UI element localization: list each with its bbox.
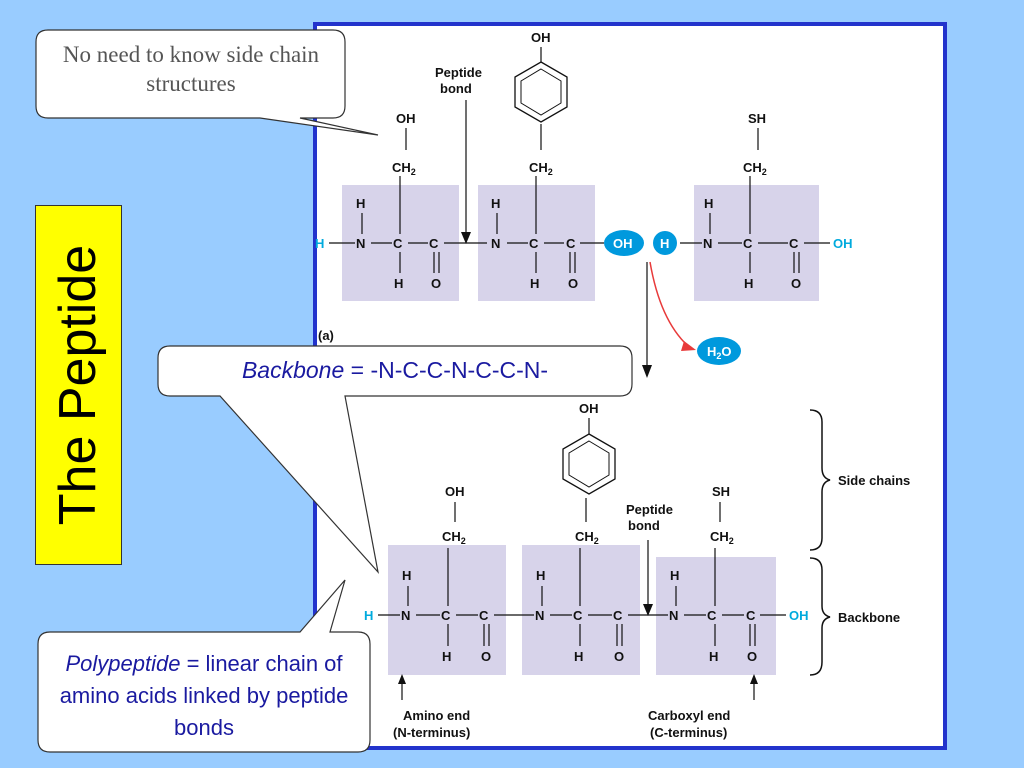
svg-text:C: C [573,608,583,623]
svg-text:N: N [703,236,712,251]
residue-box-3-top [694,185,819,301]
svg-text:C: C [613,608,623,623]
amino-end-label: Amino end [403,708,470,723]
svg-text:H: H [442,649,451,664]
polypeptide-term: Polypeptide [65,651,181,676]
backbone-callout [157,345,633,574]
slide-title-box: The Peptide [35,205,122,565]
svg-text:O: O [568,276,578,291]
svg-text:CH2: CH2 [529,160,553,177]
svg-text:N: N [669,608,678,623]
svg-text:O: O [481,649,491,664]
svg-text:C: C [479,608,489,623]
svg-text:OH: OH [396,111,416,126]
water-molecule-bubble [697,337,741,365]
svg-text:H: H [660,236,669,251]
svg-text:H: H [744,276,753,291]
svg-text:H2O: H2O [707,344,732,361]
svg-text:CH2: CH2 [392,160,416,177]
panel-label: (a) [318,328,334,343]
side-chains-brace [809,409,831,551]
svg-text:OH: OH [445,484,465,499]
svg-text:(C-terminus): (C-terminus) [650,725,727,740]
carboxyl-end-label: Carboxyl end [648,708,730,723]
water-release-arrow [649,261,689,347]
svg-text:C: C [529,236,539,251]
residue-box-3-bottom [656,557,776,675]
svg-text:N: N [356,236,365,251]
benzene-ring-bottom [562,433,616,495]
hydroxyl-removed-bubble [604,230,644,256]
svg-text:C: C [566,236,576,251]
svg-text:SH: SH [712,484,730,499]
svg-text:H: H [356,196,365,211]
svg-text:C: C [746,608,756,623]
side-chains-label: Side chains [838,473,910,488]
svg-text:bond: bond [440,81,472,96]
side-chain-note-text: No need to know side chain structures [62,42,320,96]
svg-text:OH: OH [531,30,551,45]
svg-text:CH2: CH2 [575,529,599,546]
svg-text:H: H [394,276,403,291]
svg-text:H: H [530,276,539,291]
svg-text:C: C [743,236,753,251]
backbone-brace [809,557,831,676]
svg-text:OH: OH [613,236,633,251]
residue-box-1-bottom [388,545,506,675]
svg-text:C: C [707,608,717,623]
svg-text:CH2: CH2 [442,529,466,546]
svg-text:H: H [402,568,411,583]
benzene-ring-top [514,61,568,123]
hydrogen-removed-bubble [653,231,677,255]
peptide-bond-label-bottom: Peptide [626,502,673,517]
backbone-label: Backbone [838,610,900,625]
svg-text:O: O [747,649,757,664]
svg-text:N: N [491,236,500,251]
svg-text:O: O [614,649,624,664]
svg-text:H: H [491,196,500,211]
svg-text:O: O [791,276,801,291]
svg-text:bond: bond [628,518,660,533]
side-chain-note-callout [35,29,379,136]
svg-text:H: H [670,568,679,583]
svg-text:CH2: CH2 [710,529,734,546]
backbone-formula: = -N-C-C-N-C-C-N- [344,357,549,383]
polypeptide-definition: = linear chain of amino acids linked by … [59,651,349,740]
peptide-bond-label-top: Peptide [435,65,482,80]
svg-text:H: H [364,608,373,623]
svg-text:OH: OH [789,608,809,623]
svg-text:H: H [704,196,713,211]
backbone-callout-text: Backbone = -N-C-C-N-C-C-N- [160,357,630,384]
svg-text:C: C [441,608,451,623]
svg-text:C: C [393,236,403,251]
polypeptide-callout [37,579,371,753]
svg-text:OH: OH [579,401,599,416]
svg-text:(N-terminus): (N-terminus) [393,725,470,740]
svg-text:H: H [709,649,718,664]
svg-text:O: O [431,276,441,291]
svg-text:SH: SH [748,111,766,126]
svg-text:H: H [574,649,583,664]
polypeptide-callout-text: Polypeptide = linear chain of amino acid… [44,648,364,744]
svg-text:C: C [429,236,439,251]
residue-box-2-bottom [522,545,640,675]
svg-text:N: N [535,608,544,623]
svg-text:C: C [789,236,799,251]
svg-text:N: N [401,608,410,623]
svg-text:H: H [315,236,324,251]
svg-text:OH: OH [833,236,853,251]
backbone-term: Backbone [241,357,345,383]
svg-text:CH2: CH2 [743,160,767,177]
svg-text:H: H [536,568,545,583]
